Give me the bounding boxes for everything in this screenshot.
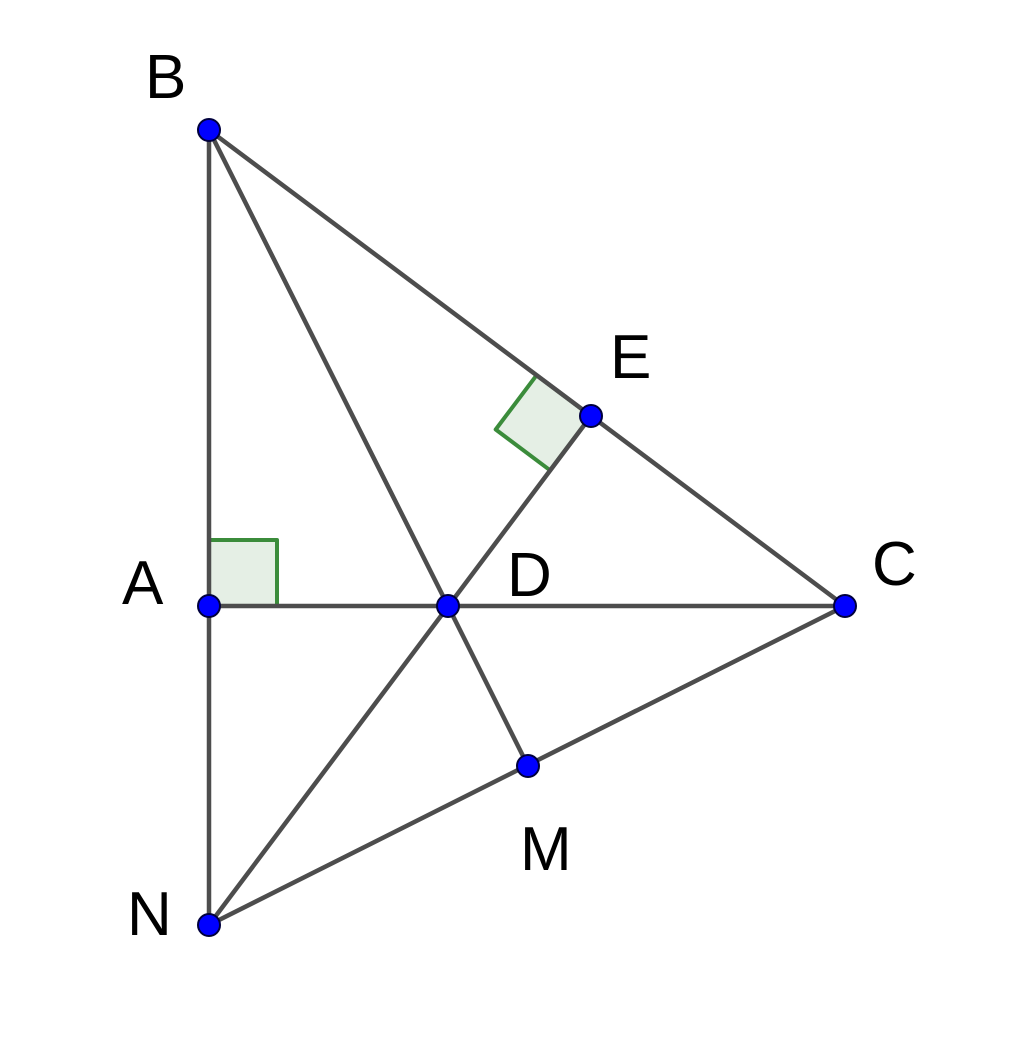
point-e[interactable]: [579, 404, 603, 428]
label-n: N: [127, 880, 172, 949]
label-d: D: [507, 541, 552, 610]
segment-ne: [206, 413, 594, 928]
right-angle-mark-e: [493, 373, 593, 473]
label-a: A: [122, 549, 164, 618]
segment-bd: [206, 127, 451, 609]
point-c[interactable]: [833, 594, 857, 618]
segment-bc: [206, 127, 848, 609]
point-n[interactable]: [197, 913, 221, 937]
right-angle-mark-a: [207, 538, 279, 608]
point-d[interactable]: [436, 594, 460, 618]
label-m: M: [520, 815, 572, 884]
segment-dm: [445, 603, 531, 769]
label-b: B: [145, 43, 186, 112]
point-m[interactable]: [516, 754, 540, 778]
point-a[interactable]: [197, 594, 221, 618]
label-c: C: [872, 530, 917, 599]
point-b[interactable]: [197, 118, 221, 142]
label-e: E: [610, 323, 651, 392]
